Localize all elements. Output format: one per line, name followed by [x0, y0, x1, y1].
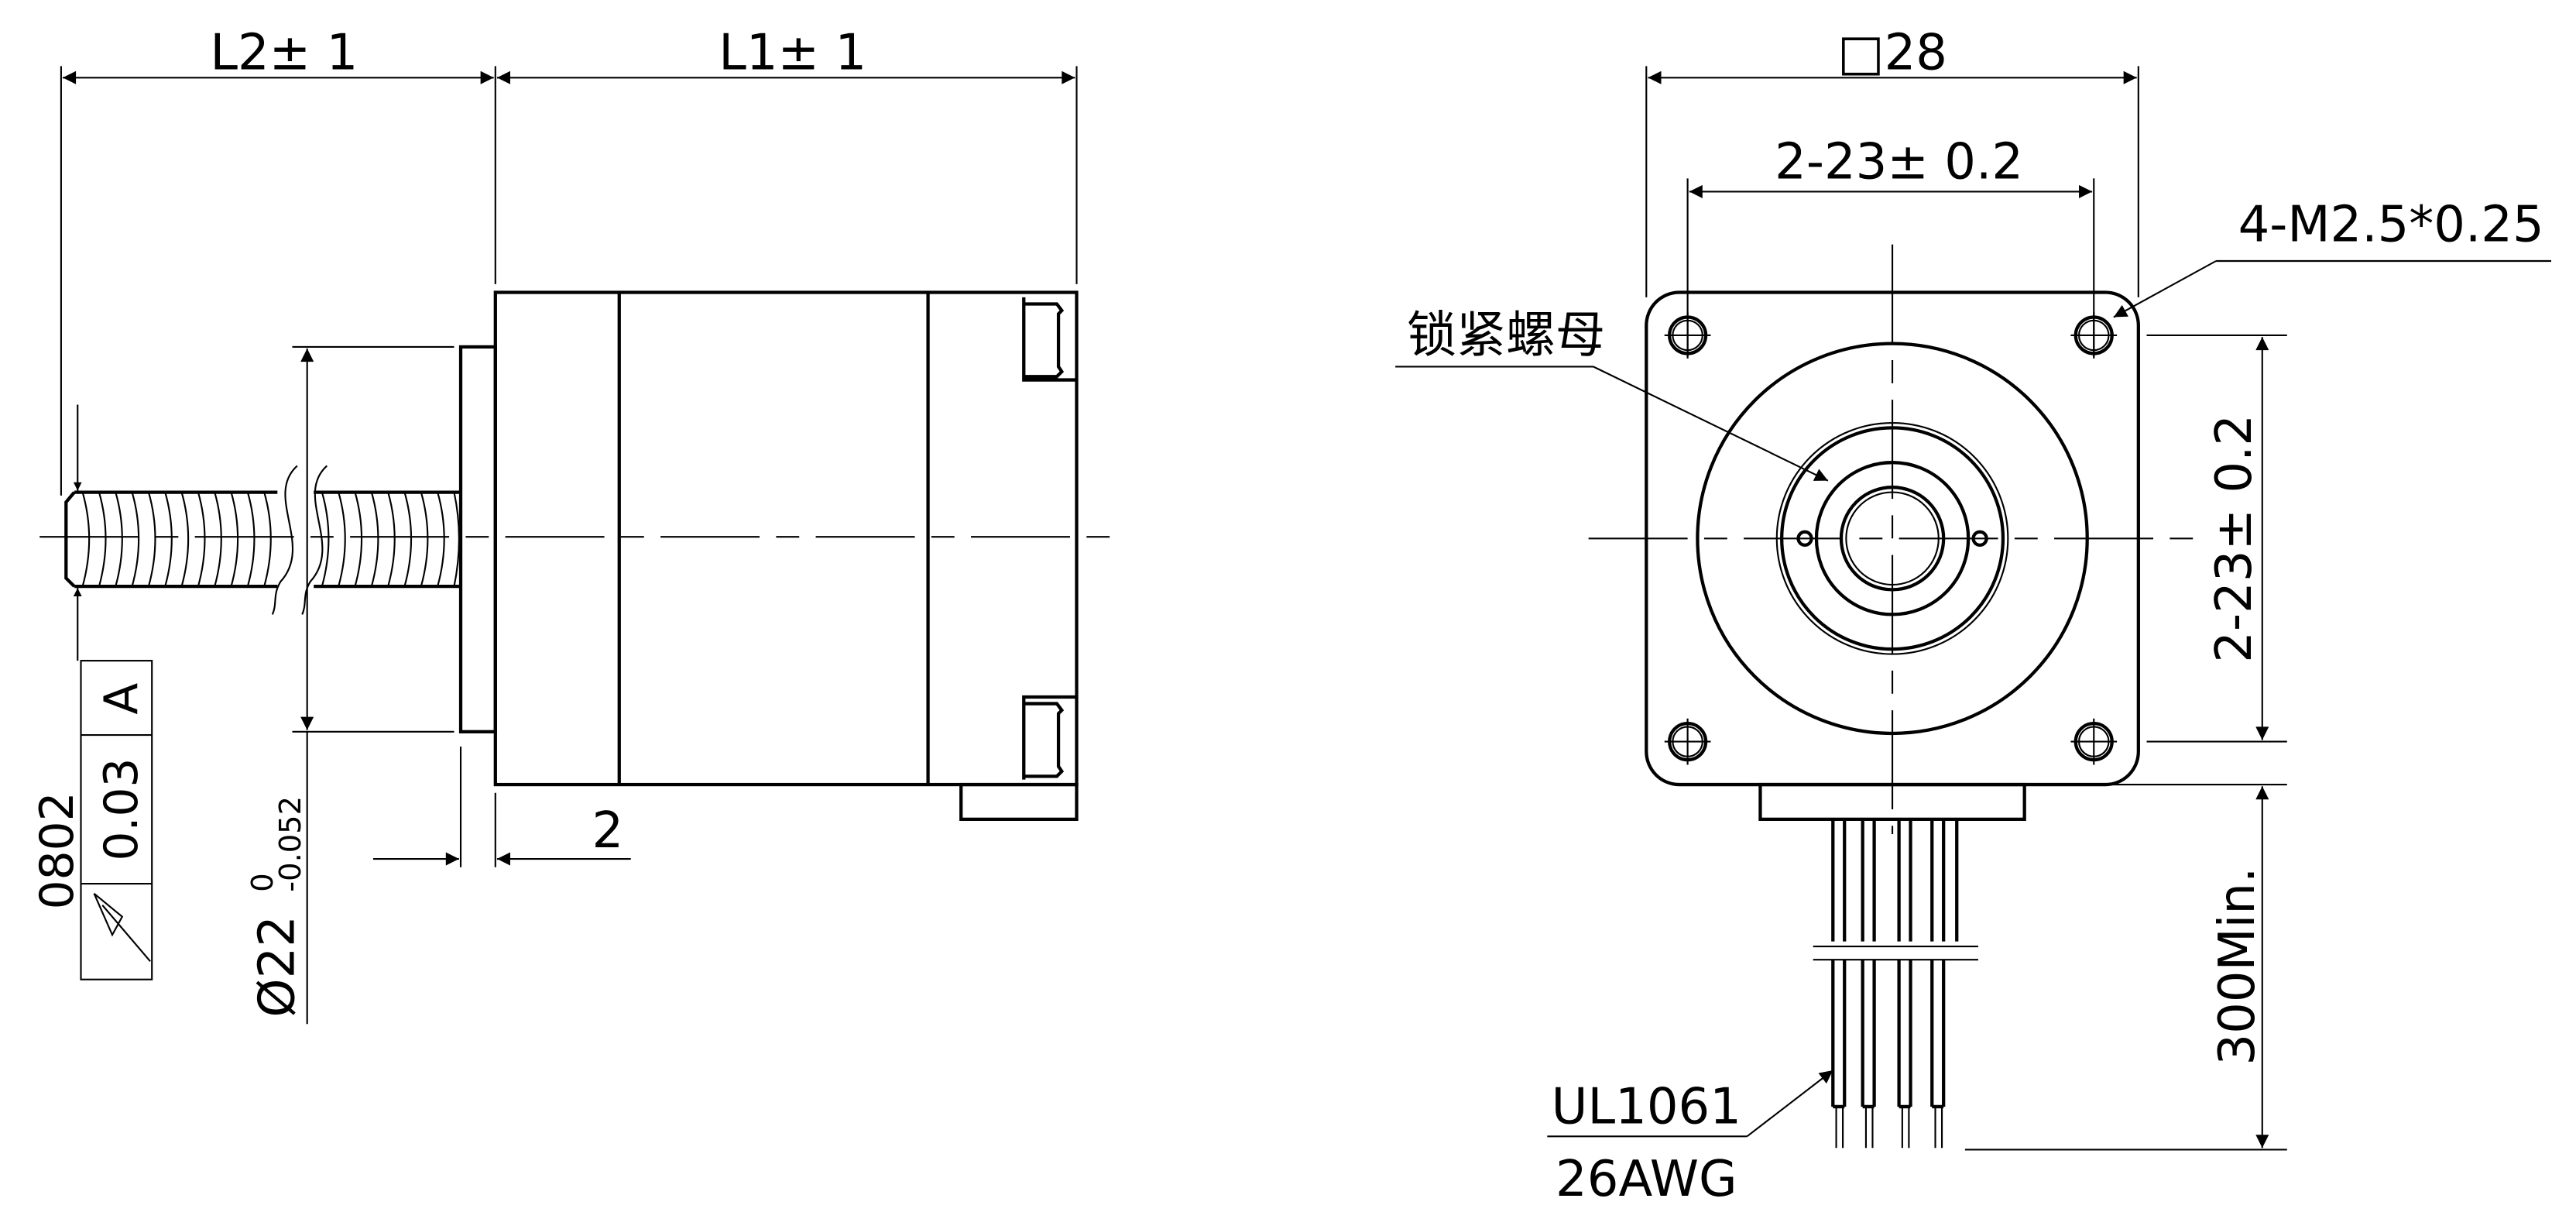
- lead-length-label: 300Min.: [2209, 867, 2266, 1066]
- mounting-holes: [1664, 312, 2118, 765]
- lead-screw: [64, 465, 461, 615]
- thread-spec-label: 0802: [31, 791, 84, 909]
- lead-wires: [1813, 819, 1978, 1149]
- wire-type-label: UL1061: [1552, 1078, 1741, 1135]
- lock-nut-label: 锁紧螺母: [1407, 307, 1605, 364]
- dim-hole-spacing-h: 2-23± 0.2: [1775, 133, 2023, 191]
- motor-body: [493, 290, 1079, 787]
- side-view: L2± 1 L1± 1: [31, 25, 1123, 1025]
- connector-bottom: [1022, 695, 1077, 780]
- dim-l2-label: L2± 1: [210, 25, 358, 82]
- dim-l1-label: L1± 1: [719, 25, 866, 82]
- hole-spec-label: 4-M2.5*0.25: [2238, 196, 2544, 253]
- runout-arrow-icon: [93, 892, 151, 962]
- connector-top: [1022, 297, 1077, 382]
- boss-dia-label: Ø22: [249, 915, 307, 1018]
- dim-flange-label: 2: [592, 802, 623, 860]
- boss: [458, 345, 497, 733]
- lead-exit-tab: [959, 782, 1079, 821]
- boss-lower-tol: -0.052: [273, 796, 308, 892]
- datum-label: A: [95, 683, 149, 715]
- runout-value: 0.03: [95, 758, 149, 861]
- front-view: □28 2-23± 0.2 锁紧螺母 4-M2.5: [1395, 25, 2552, 1208]
- wire-gauge-label: 26AWG: [1556, 1151, 1737, 1208]
- dim-hole-spacing-v: 2-23± 0.2: [2206, 414, 2263, 663]
- boss-upper-tol: 0: [245, 873, 280, 891]
- svg-text:Ø22: Ø22: [249, 915, 307, 1018]
- lead-exit-block: [1758, 782, 2026, 821]
- dim-square-label: □28: [1837, 25, 1947, 82]
- runout-feature-frame: A 0.03: [80, 660, 153, 980]
